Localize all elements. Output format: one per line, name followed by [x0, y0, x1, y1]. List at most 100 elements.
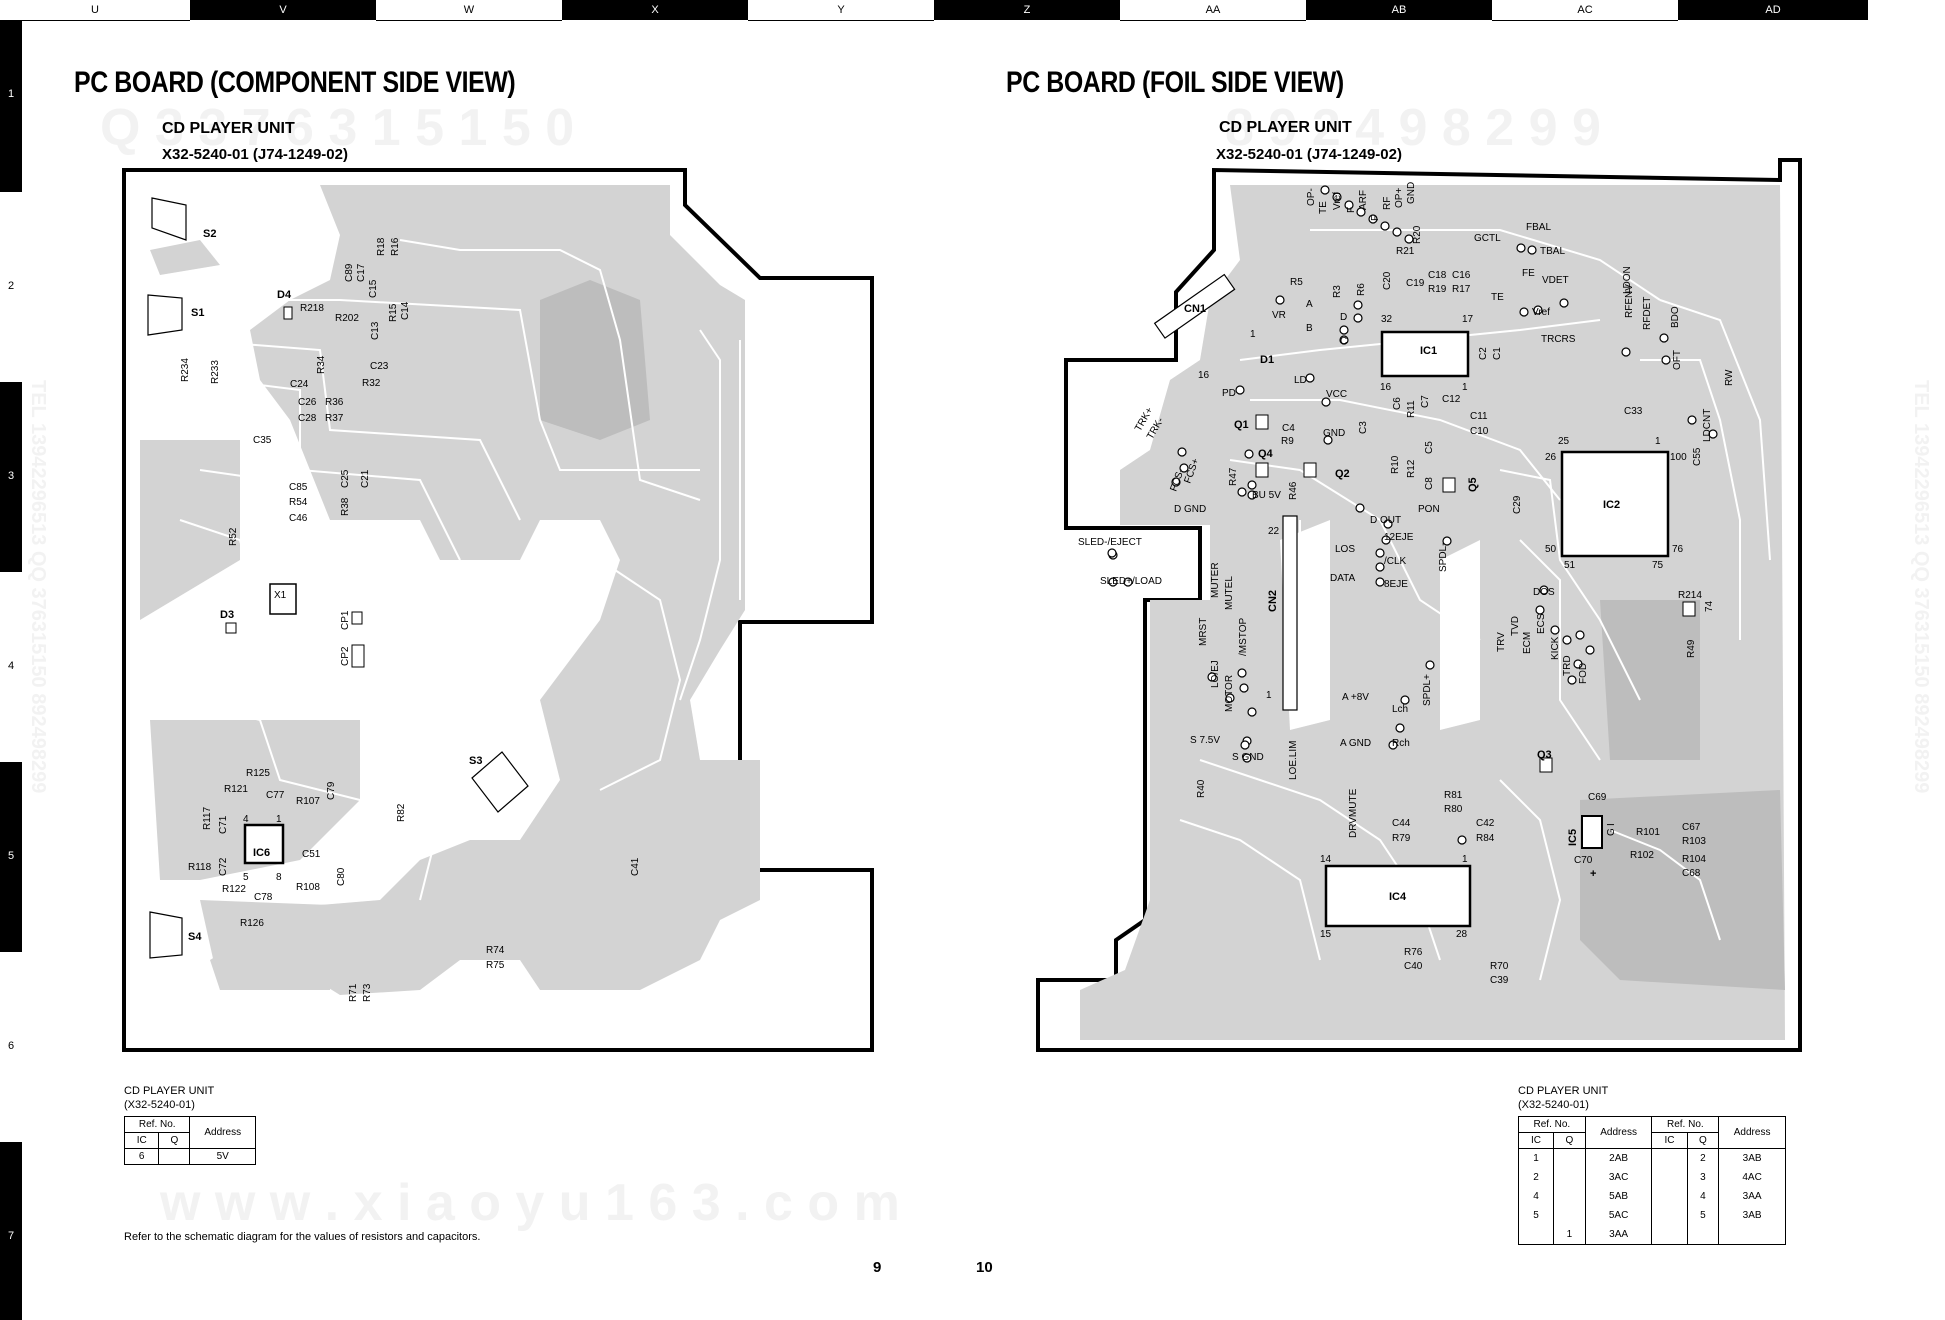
label-r234: R234: [180, 358, 191, 382]
label-r54: R54: [289, 497, 308, 508]
label-rfdet: RFDET: [1642, 297, 1653, 330]
grid-col-label: AD: [1678, 0, 1868, 20]
label-pin: 26: [1545, 452, 1557, 463]
ic-cell: 5: [1517, 1206, 1555, 1225]
label-rch: Rch: [1392, 738, 1410, 749]
ic-header: IC: [1517, 1132, 1555, 1149]
label-pin: 32: [1381, 314, 1393, 325]
label-rw: RW: [1724, 369, 1735, 386]
address-header: Address: [1718, 1116, 1786, 1149]
left-table-code: (X32-5240-01): [124, 1099, 195, 1111]
label-cn2: CN2: [1267, 590, 1279, 612]
watermark-serial-right: 8 9 2 4 9 8 2 9 9: [1225, 99, 1601, 157]
label-d-out: D OUT: [1370, 515, 1401, 526]
grid-row-label: 6: [7, 1040, 15, 1052]
label-c18: C18: [1428, 270, 1447, 281]
label-vref2: Vref: [1532, 307, 1550, 318]
address-cell: 3AB: [1718, 1148, 1786, 1168]
ic-cell: [1651, 1148, 1688, 1168]
label-cp1: CP1: [340, 610, 351, 630]
table-row: 5 5AC 5 3AB: [1517, 1206, 1786, 1225]
label-mstop: /MSTOP: [1238, 618, 1249, 656]
label-oft: OFT: [1672, 350, 1683, 370]
label-pin: 1: [1655, 436, 1661, 447]
label-c69: C69: [1588, 792, 1607, 803]
label-s-7-5v: S 7.5V: [1190, 735, 1220, 746]
label-los: LOS: [1335, 544, 1355, 555]
label-c4: C4: [1282, 423, 1295, 434]
label-12eje: 12EJE: [1384, 532, 1414, 543]
label-pin: 100: [1670, 452, 1687, 463]
label-q4: Q4: [1258, 448, 1274, 460]
label-gnd: GND: [1406, 182, 1417, 204]
label-mutel: MUTEL: [1224, 576, 1235, 610]
label-b: B: [1306, 323, 1313, 334]
label-r233: R233: [210, 360, 221, 384]
label-c55: C55: [1692, 447, 1703, 466]
right-reference-table: Ref. No. Address Ref. No. Address IC Q I…: [1517, 1116, 1786, 1245]
ic-header: IC: [1651, 1132, 1688, 1149]
label-pin: 8: [276, 872, 282, 883]
label-pin: 16: [1198, 370, 1210, 381]
label-r74: R74: [486, 945, 505, 956]
label-r79: R79: [1392, 833, 1411, 844]
label-r21: R21: [1396, 246, 1415, 257]
grid-col-label: AC: [1492, 0, 1678, 21]
label-r37: R37: [325, 413, 344, 424]
label-g: G: [1606, 828, 1617, 836]
label-r17: R17: [1452, 284, 1471, 295]
label-c70: C70: [1574, 855, 1593, 866]
label-gnd2: GND: [1323, 428, 1345, 439]
label-d1: D1: [1260, 354, 1274, 366]
page-number-right: 10: [976, 1259, 993, 1276]
label-c71: C71: [218, 815, 229, 834]
label-ldcnt: LDCNT: [1702, 409, 1713, 442]
label-tbal: TBAL: [1540, 246, 1565, 257]
q-header: Q: [1686, 1132, 1720, 1149]
q-cell: [1553, 1148, 1586, 1168]
grid-row-cell: 7: [0, 1142, 22, 1320]
label-c35: C35: [253, 435, 272, 446]
label-c39: C39: [1490, 975, 1509, 986]
address-header: Address: [1584, 1116, 1653, 1149]
label-r6: R6: [1356, 283, 1367, 296]
label-ic4: IC4: [1389, 891, 1407, 903]
grid-row-cell: 5: [0, 762, 22, 952]
label-pin: 14: [1320, 854, 1332, 865]
left-reference-table: Ref. No. Address IC Q 6 5V: [123, 1116, 256, 1165]
label-r202: R202: [335, 313, 359, 324]
address-cell: 3AB: [1718, 1206, 1786, 1225]
label-pin: 15: [1320, 929, 1332, 940]
label-c26: C26: [298, 397, 317, 408]
label-bu-5v: BU 5V: [1252, 490, 1281, 501]
right-table-unit: CD PLAYER UNIT: [1518, 1085, 1609, 1097]
q-cell: [1553, 1187, 1586, 1206]
grid-row-cell: 4: [0, 572, 22, 762]
label-pin: 1: [1462, 854, 1468, 865]
label-pin: 17: [1462, 314, 1474, 325]
label-c10: C10: [1470, 426, 1489, 437]
q-cell: 1: [1553, 1225, 1586, 1245]
label-ic6: IC6: [253, 847, 270, 859]
ic-cell: [1651, 1225, 1688, 1245]
label-clk: /CLK: [1384, 556, 1407, 567]
label-r34: R34: [316, 355, 327, 374]
label-gctl: GCTL: [1474, 233, 1501, 244]
label-te: TE: [1318, 201, 1329, 214]
watermark-contact-left: TEL 13942296513 QQ 376315150 892498299: [27, 380, 49, 793]
right-table-code: (X32-5240-01): [1518, 1099, 1589, 1111]
label-r12: R12: [1406, 459, 1417, 478]
label-c14: C14: [400, 301, 411, 320]
page-number-left: 9: [873, 1259, 882, 1276]
label-s1: S1: [191, 307, 204, 319]
label-r118: R118: [188, 862, 212, 873]
label-c1: C1: [1492, 347, 1503, 360]
label-x1: X1: [274, 590, 287, 601]
right-unit-code: X32-5240-01 (J74-1249-02): [1216, 146, 1402, 163]
label-c2: C2: [1478, 347, 1489, 360]
label-pin: 1: [1250, 329, 1256, 340]
ic-header: IC: [123, 1132, 160, 1149]
label-r36: R36: [325, 397, 344, 408]
label-fbal: FBAL: [1526, 222, 1551, 233]
q-cell: [158, 1148, 191, 1165]
